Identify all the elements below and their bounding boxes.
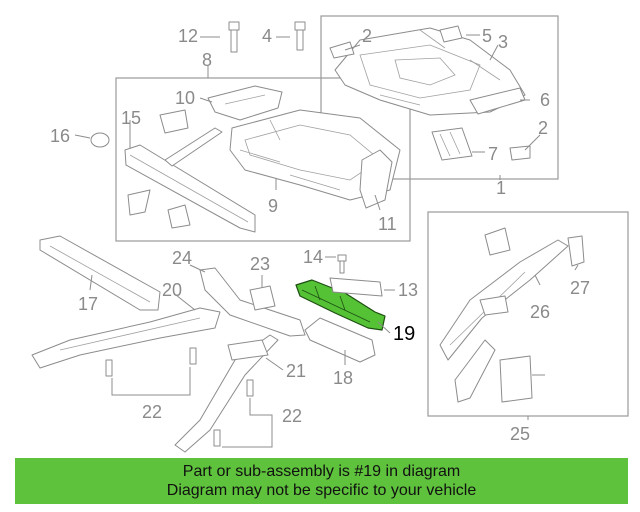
banner-line-1: Part or sub-assembly is #19 in diagram (182, 463, 461, 480)
callout-26: 26 (530, 302, 550, 322)
bracket-23 (249, 285, 276, 311)
callout-22-left: 22 (142, 402, 162, 422)
callout-27: 27 (570, 278, 590, 298)
callout-23: 23 (250, 254, 270, 274)
callout-4: 4 (262, 26, 272, 46)
clip-14 (337, 254, 347, 274)
floor-reinforcement-7 (431, 127, 473, 161)
bracket-a (159, 109, 189, 134)
callout-3: 3 (498, 32, 508, 52)
callout-20: 20 (162, 280, 182, 300)
callout-22-right: 22 (282, 406, 302, 426)
part-info-banner: Part or sub-assembly is #19 in diagram D… (15, 458, 628, 504)
callout-18: 18 (333, 368, 353, 388)
callout-19-highlighted: 19 (393, 323, 415, 345)
floor-panel-10 (207, 85, 283, 121)
callout-14: 14 (303, 247, 323, 267)
floor-side-member-20 (31, 307, 221, 369)
callout-2-lower: 2 (538, 118, 548, 138)
banner-line-2: Diagram may not be specific to your vehi… (166, 482, 477, 499)
floor-panel-18 (304, 317, 376, 363)
callout-12: 12 (178, 26, 198, 46)
bracket-c (167, 204, 191, 229)
bracket-13 (329, 277, 383, 297)
rear-side-member-21 (174, 334, 279, 453)
front-crossmember-17 (39, 235, 161, 311)
callout-8: 8 (202, 50, 212, 70)
parts-diagram: 1 2 2 3 4 5 6 7 8 9 10 11 12 13 14 15 16… (31, 15, 629, 453)
panel-28 (499, 355, 533, 403)
group-box-8 (115, 77, 411, 242)
group-box-1 (320, 15, 559, 180)
grommet-16 (90, 132, 110, 148)
callout-11: 11 (378, 214, 397, 234)
side-rail-11 (359, 149, 393, 209)
side-sill-26 (439, 227, 569, 403)
leader-lines (74, 34, 579, 448)
callout-25: 25 (510, 424, 530, 444)
tunnel-brace (164, 127, 223, 167)
bolt-4 (294, 21, 306, 51)
floor-bracket-5 (439, 25, 463, 43)
bracket-27 (567, 235, 585, 267)
bolt-12 (228, 21, 240, 53)
callout-2-upper: 2 (362, 26, 372, 46)
callout-21: 21 (286, 361, 306, 381)
callout-17: 17 (78, 294, 98, 314)
callout-24: 24 (172, 248, 192, 268)
callout-9: 9 (268, 196, 278, 216)
callout-13: 13 (398, 280, 418, 300)
crossmember-19-highlighted (295, 279, 386, 331)
rear-floor-pan (334, 27, 526, 116)
dash-crossmember-15 (124, 144, 256, 233)
floor-side-member-24 (199, 267, 306, 337)
callout-5: 5 (482, 26, 492, 46)
callout-1: 1 (496, 178, 506, 198)
callout-6: 6 (540, 90, 550, 110)
bolts-22 (105, 347, 254, 447)
callout-15: 15 (121, 108, 141, 128)
floor-bracket-2-upper (329, 41, 355, 59)
callout-16: 16 (50, 126, 70, 146)
callout-10: 10 (175, 88, 195, 108)
bracket-b (127, 189, 151, 216)
callout-7: 7 (488, 144, 498, 164)
